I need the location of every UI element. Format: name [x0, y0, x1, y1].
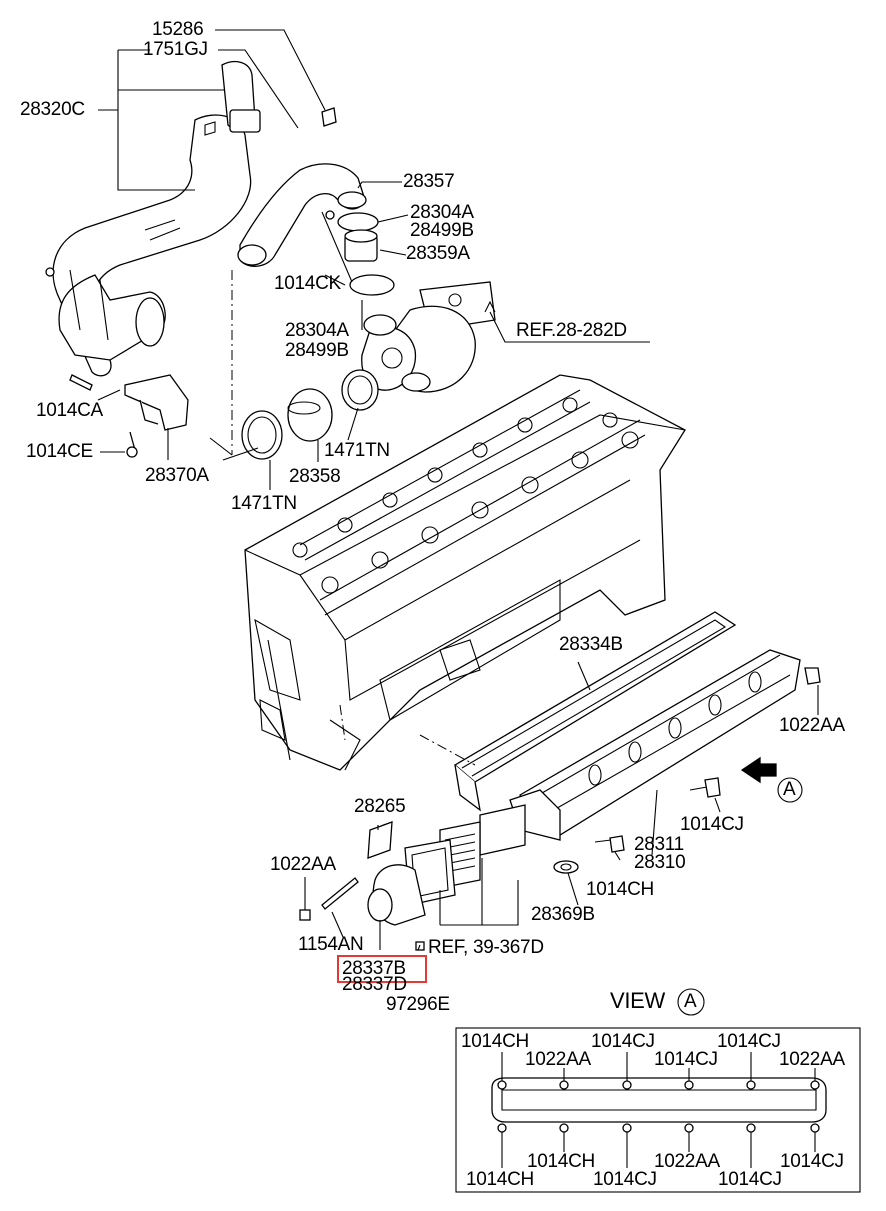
clamps-sleeves	[325, 210, 395, 296]
intake-pipe-28320c	[45, 61, 337, 377]
view-a-bottom-label-4: 1022AA	[654, 1151, 720, 1172]
view-a-title: VIEW	[610, 988, 666, 1013]
engine-block	[244, 374, 686, 771]
label-1471tn-right: 1471TN	[324, 440, 390, 461]
view-a-bottom-label-5: 1014CJ	[718, 1169, 782, 1190]
view-a-top-label-4: 1014CJ	[654, 1049, 718, 1070]
label-28359a: 28359A	[406, 243, 470, 264]
label-28304a-top: 28304A	[410, 202, 474, 223]
label-1014ck: 1014CK	[274, 273, 341, 294]
view-a-letter: A	[684, 991, 697, 1012]
view-a-top-label-3: 1014CJ	[591, 1031, 655, 1052]
label-ref-28-282d: REF.28-282D	[516, 320, 627, 341]
label-1471tn-left: 1471TN	[231, 493, 297, 514]
view-a-bottom-label-6: 1014CJ	[780, 1151, 844, 1172]
view-a-top-label-2: 1022AA	[525, 1049, 591, 1070]
label-28337d: 28337D	[342, 974, 407, 995]
label-28370a: 28370A	[145, 465, 209, 486]
leader-lines	[97, 29, 819, 951]
label-28334b: 28334B	[559, 634, 623, 655]
intake-manifold	[367, 649, 801, 926]
gasket-28334b	[453, 611, 737, 812]
clamps-lower	[241, 369, 379, 460]
label-view-a-arrow-letter: A	[783, 779, 796, 800]
label-28265: 28265	[354, 796, 406, 817]
label-1154an: 1154AN	[298, 934, 364, 955]
label-28304a-mid: 28304A	[285, 320, 349, 341]
label-1014ca: 1014CA	[36, 400, 103, 421]
label-15286: 15286	[152, 19, 204, 40]
label-28311: 28311	[634, 834, 684, 855]
label-28320c: 28320C	[20, 99, 85, 120]
label-1014cj: 1014CJ	[680, 814, 744, 835]
view-a-bottom-label-1: 1014CH	[466, 1169, 534, 1190]
highlight-box-28337b	[337, 955, 427, 983]
bracket-28370a	[69, 374, 189, 458]
label-28337b[interactable]: 28337B	[342, 958, 406, 979]
turbocharger	[361, 281, 496, 393]
label-1751gj: 1751GJ	[143, 39, 208, 60]
label-28310: 28310	[634, 852, 686, 873]
label-1014ch: 1014CH	[586, 879, 654, 900]
label-28369b: 28369B	[531, 904, 595, 925]
view-a-top-label-6: 1022AA	[779, 1049, 845, 1070]
view-a-panel	[455, 988, 861, 1193]
label-97296e: 97296E	[386, 994, 450, 1015]
view-a-bottom-label-3: 1014CJ	[593, 1169, 657, 1190]
label-28357: 28357	[403, 171, 455, 192]
label-1014ce: 1014CE	[26, 441, 93, 462]
label-ref-39-367d: REF, 39-367D	[428, 937, 544, 958]
view-a-top-label-1: 1014CH	[461, 1031, 529, 1052]
label-28499b-mid: 28499B	[285, 340, 349, 361]
label-1022aa-right: 1022AA	[779, 715, 845, 736]
label-28499b-top: 28499B	[410, 220, 474, 241]
label-28358: 28358	[289, 466, 341, 487]
label-1022aa-left: 1022AA	[270, 854, 336, 875]
view-a-top-label-5: 1014CJ	[717, 1031, 781, 1052]
view-a-bottom-label-2: 1014CH	[527, 1151, 595, 1172]
hose-28357	[237, 163, 367, 267]
